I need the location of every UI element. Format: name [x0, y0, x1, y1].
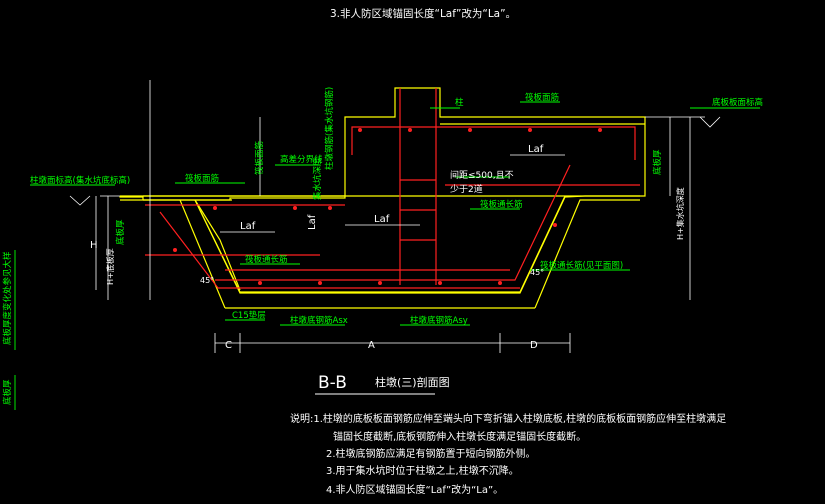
slope-right-rebar — [215, 164, 571, 281]
dim-d-label: D — [530, 340, 538, 351]
rebar-group — [145, 88, 640, 289]
bottom-through-2-label: 筏板通长筋 — [245, 254, 288, 265]
note-4: 4.非人防区域锚固长度“Laf”改为“La”。 — [326, 485, 504, 496]
dimension-lines — [95, 80, 705, 353]
concrete-outline — [119, 87, 646, 309]
laf-top-label: Laf — [528, 144, 544, 155]
distance-note-2: 少于2道 — [450, 183, 483, 195]
laf-left-label: Laf — [240, 221, 256, 232]
laf-vert-label: Laf — [307, 214, 318, 230]
section-title: B-B — [318, 373, 347, 393]
raft-note-label: 筏板面筋 — [254, 141, 265, 175]
vertical-note-1: 柱墩钢筋(集水坑钢筋) — [324, 87, 335, 170]
level-symbol-left — [69, 195, 91, 206]
top-face-rebar — [351, 126, 636, 160]
vertical-note-2: 集水坑深度 — [312, 157, 323, 200]
right-through-label: 筏板通长筋(见平面图) — [540, 260, 623, 271]
pit-outline — [194, 195, 566, 293]
top-note: 3.非人防区域锚固长度“Laf”改为“La”。 — [330, 8, 517, 20]
h-plus-label: H+底板厚 — [105, 248, 115, 285]
slope-note-label: 高差分界线 — [280, 154, 323, 165]
top-bar-right-label: 筏板面筋 — [525, 92, 559, 103]
distance-note: 间距≤500,且不 — [450, 169, 514, 181]
note-2: 2.柱墩底钢筋应满足有钢筋置于短向钢筋外侧。 — [326, 449, 536, 460]
pit-bottom-label: 柱墩面标高(集水坑底标高) — [30, 175, 130, 186]
note-1: 说明:1.柱墩的底板板面钢筋应伸至端头向下弯折锚入柱墩底板,柱墩的底板板面钢筋应… — [290, 414, 727, 425]
angle-right: 45° — [530, 268, 544, 277]
column-label: 柱 — [455, 97, 464, 108]
dim-a-label: A — [368, 340, 375, 351]
top-bar-left-label: 筏板面筋 — [185, 173, 219, 184]
asy-label: 柱墩底钢筋Asy — [410, 315, 468, 326]
slope-left-outer — [194, 199, 241, 291]
thickness-right-label: 底板厚 — [652, 149, 663, 175]
asx-label: 柱墩底钢筋Asx — [290, 315, 348, 326]
c15-left — [179, 199, 226, 309]
rebar-dots — [173, 128, 602, 285]
left-vertical-label: 底板厚度变化处参见大样 — [2, 251, 13, 345]
angle-left: 45° — [200, 276, 214, 285]
section-subtitle: 柱墩(三)剖面图 — [375, 375, 450, 389]
laf-mid-label: Laf — [374, 214, 390, 225]
slope-left-rebar — [159, 211, 520, 289]
c15-label: C15垫层 — [232, 310, 266, 321]
h-label: H — [90, 240, 98, 251]
note-1b: 锚固长度截断,底板钢筋伸入柱墩长度满足锚固长度截断。 — [333, 432, 587, 443]
c15-right — [534, 199, 640, 309]
dim-c-label: C — [225, 340, 232, 351]
note-3: 3.用于集水坑时位于柱墩之上,柱墩不沉降。 — [326, 466, 519, 477]
thickness-left-label: 底板厚 — [115, 219, 126, 245]
floor-level-label: 底板板面标高 — [712, 97, 763, 108]
left-vertical-label-2: 底板厚 — [2, 379, 13, 405]
bottom-through-label: 筏板通长筋 — [480, 199, 523, 210]
h-plus-right-label: H+集水坑深度 — [675, 187, 685, 240]
leader-lines — [14, 101, 760, 410]
level-symbol — [699, 116, 721, 128]
